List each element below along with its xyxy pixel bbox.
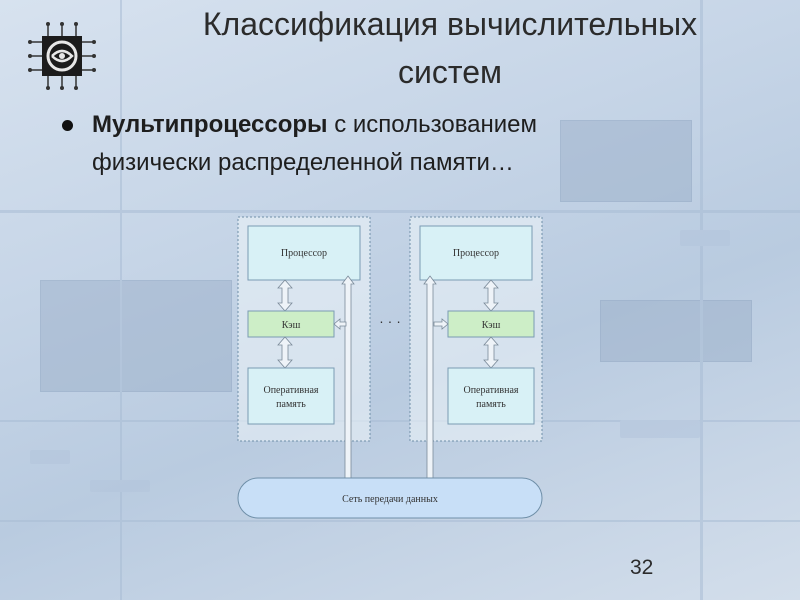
bullet-item: Мультипроцессоры с использованием физиче… [62,106,722,182]
bullet-dot-icon [62,120,73,131]
processor-box-2 [419,225,533,281]
network-bus [237,477,543,519]
memory-label-1-line2: память [276,399,306,410]
memory-label-2-line2: память [476,399,506,410]
processor-label-2: Процессор [453,248,499,259]
distributed-memory-diagram: Процессор Кэш Оперативная память · · · П… [230,212,550,532]
slide-title: Классификация вычислительных систем [110,0,790,96]
memory-label-1-line1: Оперативная [263,385,318,396]
slide-title-line2: систем [398,54,502,90]
bus-arrow-1 [333,275,355,479]
cache-box-2 [447,310,535,338]
slide-title-line1: Классификация вычислительных [202,6,698,42]
bullet-bold-term: Мультипроцессоры [92,111,328,138]
memory-box-1 [247,367,335,425]
page-number: 32 [630,556,654,579]
network-label: Сеть передачи данных [342,494,438,505]
cache-box-1 [247,310,335,338]
memory-box-2 [447,367,535,425]
processor-box-1 [247,225,361,281]
processor-label-1: Процессор [281,248,327,259]
bullet-rest-line2: физически распределенной памяти… [92,149,514,176]
cache-label-1: Кэш [282,320,301,331]
chip-logo-icon [28,22,96,90]
memory-label-2-line1: Оперативная [463,385,518,396]
bullet-text: Мультипроцессоры с использованием физиче… [92,106,722,182]
bullet-rest-line1: с использованием [327,111,538,138]
ellipsis: · · · [379,313,401,329]
diagram-svg: Процессор Кэш Оперативная память · · · П… [237,216,543,519]
cache-label-2: Кэш [482,320,501,331]
